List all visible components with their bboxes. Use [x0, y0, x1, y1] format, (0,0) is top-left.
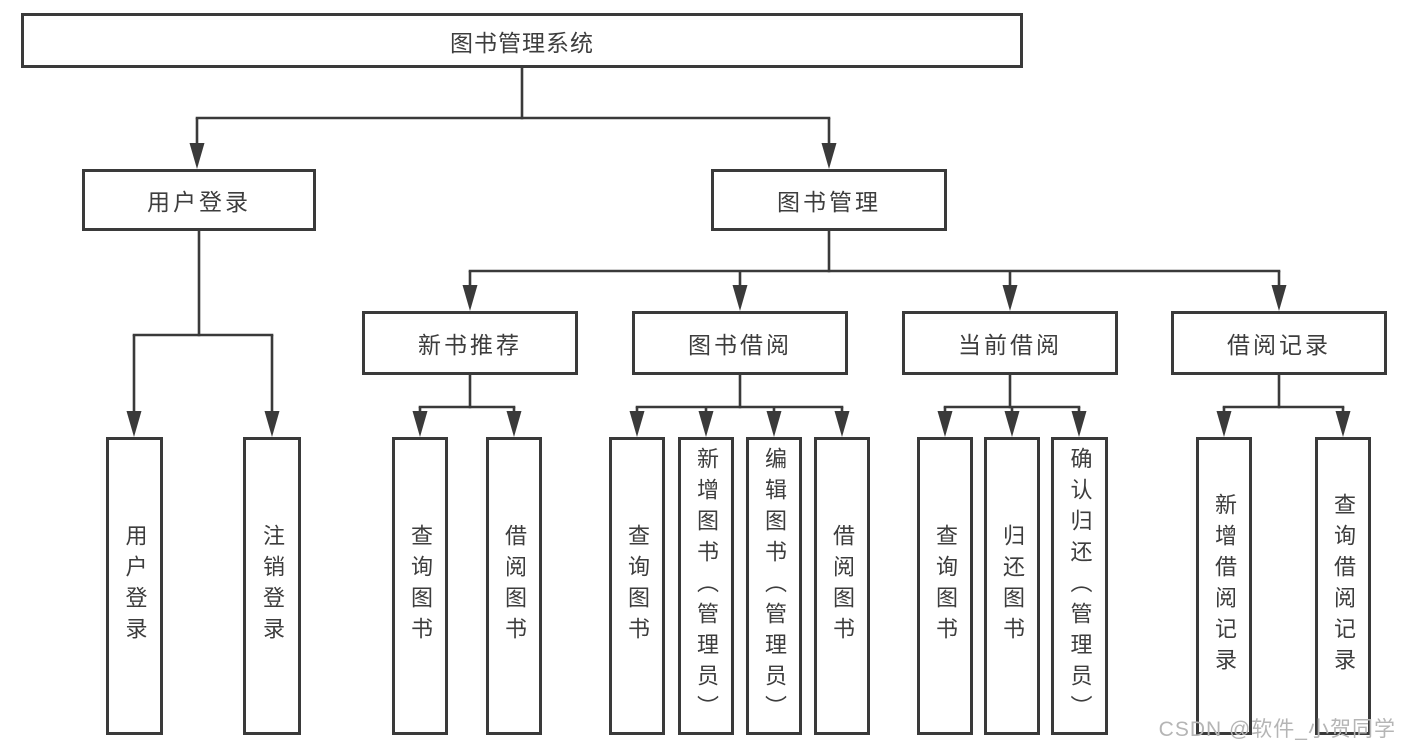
node-return-book: 归还图书 [984, 437, 1040, 735]
node-confirm-return-admin: 确认归还（管理员） [1051, 437, 1108, 735]
node-root: 图书管理系统 [21, 13, 1023, 68]
node-query-book-borrow: 查询图书 [609, 437, 665, 735]
node-add-borrow-record: 新增借阅记录 [1196, 437, 1252, 735]
node-book-borrow: 图书借阅 [632, 311, 848, 375]
node-query-book-current-label: 查询图书 [933, 524, 958, 648]
node-book-management: 图书管理 [711, 169, 947, 231]
node-edit-book-admin-label: 编辑图书（管理员） [762, 446, 787, 726]
node-confirm-return-admin-label: 确认归还（管理员） [1067, 446, 1093, 726]
node-query-book-borrow-label: 查询图书 [625, 524, 650, 648]
node-edit-book-admin: 编辑图书（管理员） [746, 437, 802, 735]
node-borrow-book-label: 借阅图书 [830, 524, 855, 648]
node-query-book-recommend: 查询图书 [392, 437, 448, 735]
node-query-borrow-record: 查询借阅记录 [1315, 437, 1371, 735]
node-query-book-recommend-label: 查询图书 [408, 524, 433, 648]
node-user-login: 用户登录 [106, 437, 163, 735]
node-add-book-admin-label: 新增图书（管理员） [694, 446, 719, 726]
node-borrow-book-recommend-label: 借阅图书 [502, 524, 527, 648]
node-query-book-current: 查询图书 [917, 437, 973, 735]
node-logout: 注销登录 [243, 437, 301, 735]
node-new-book-recommend: 新书推荐 [362, 311, 578, 375]
node-borrow-book: 借阅图书 [814, 437, 870, 735]
node-borrow-book-recommend: 借阅图书 [486, 437, 542, 735]
node-add-book-admin: 新增图书（管理员） [678, 437, 734, 735]
node-logout-label: 注销登录 [260, 524, 285, 648]
node-add-borrow-record-label: 新增借阅记录 [1212, 493, 1237, 679]
node-return-book-label: 归还图书 [1000, 524, 1025, 648]
watermark: CSDN @软件_小贺同学 [1158, 718, 1396, 741]
node-current-borrow: 当前借阅 [902, 311, 1118, 375]
node-user-login-label: 用户登录 [122, 524, 148, 648]
node-user-login-group: 用户登录 [82, 169, 316, 231]
node-query-borrow-record-label: 查询借阅记录 [1331, 493, 1356, 679]
node-borrow-record: 借阅记录 [1171, 311, 1387, 375]
